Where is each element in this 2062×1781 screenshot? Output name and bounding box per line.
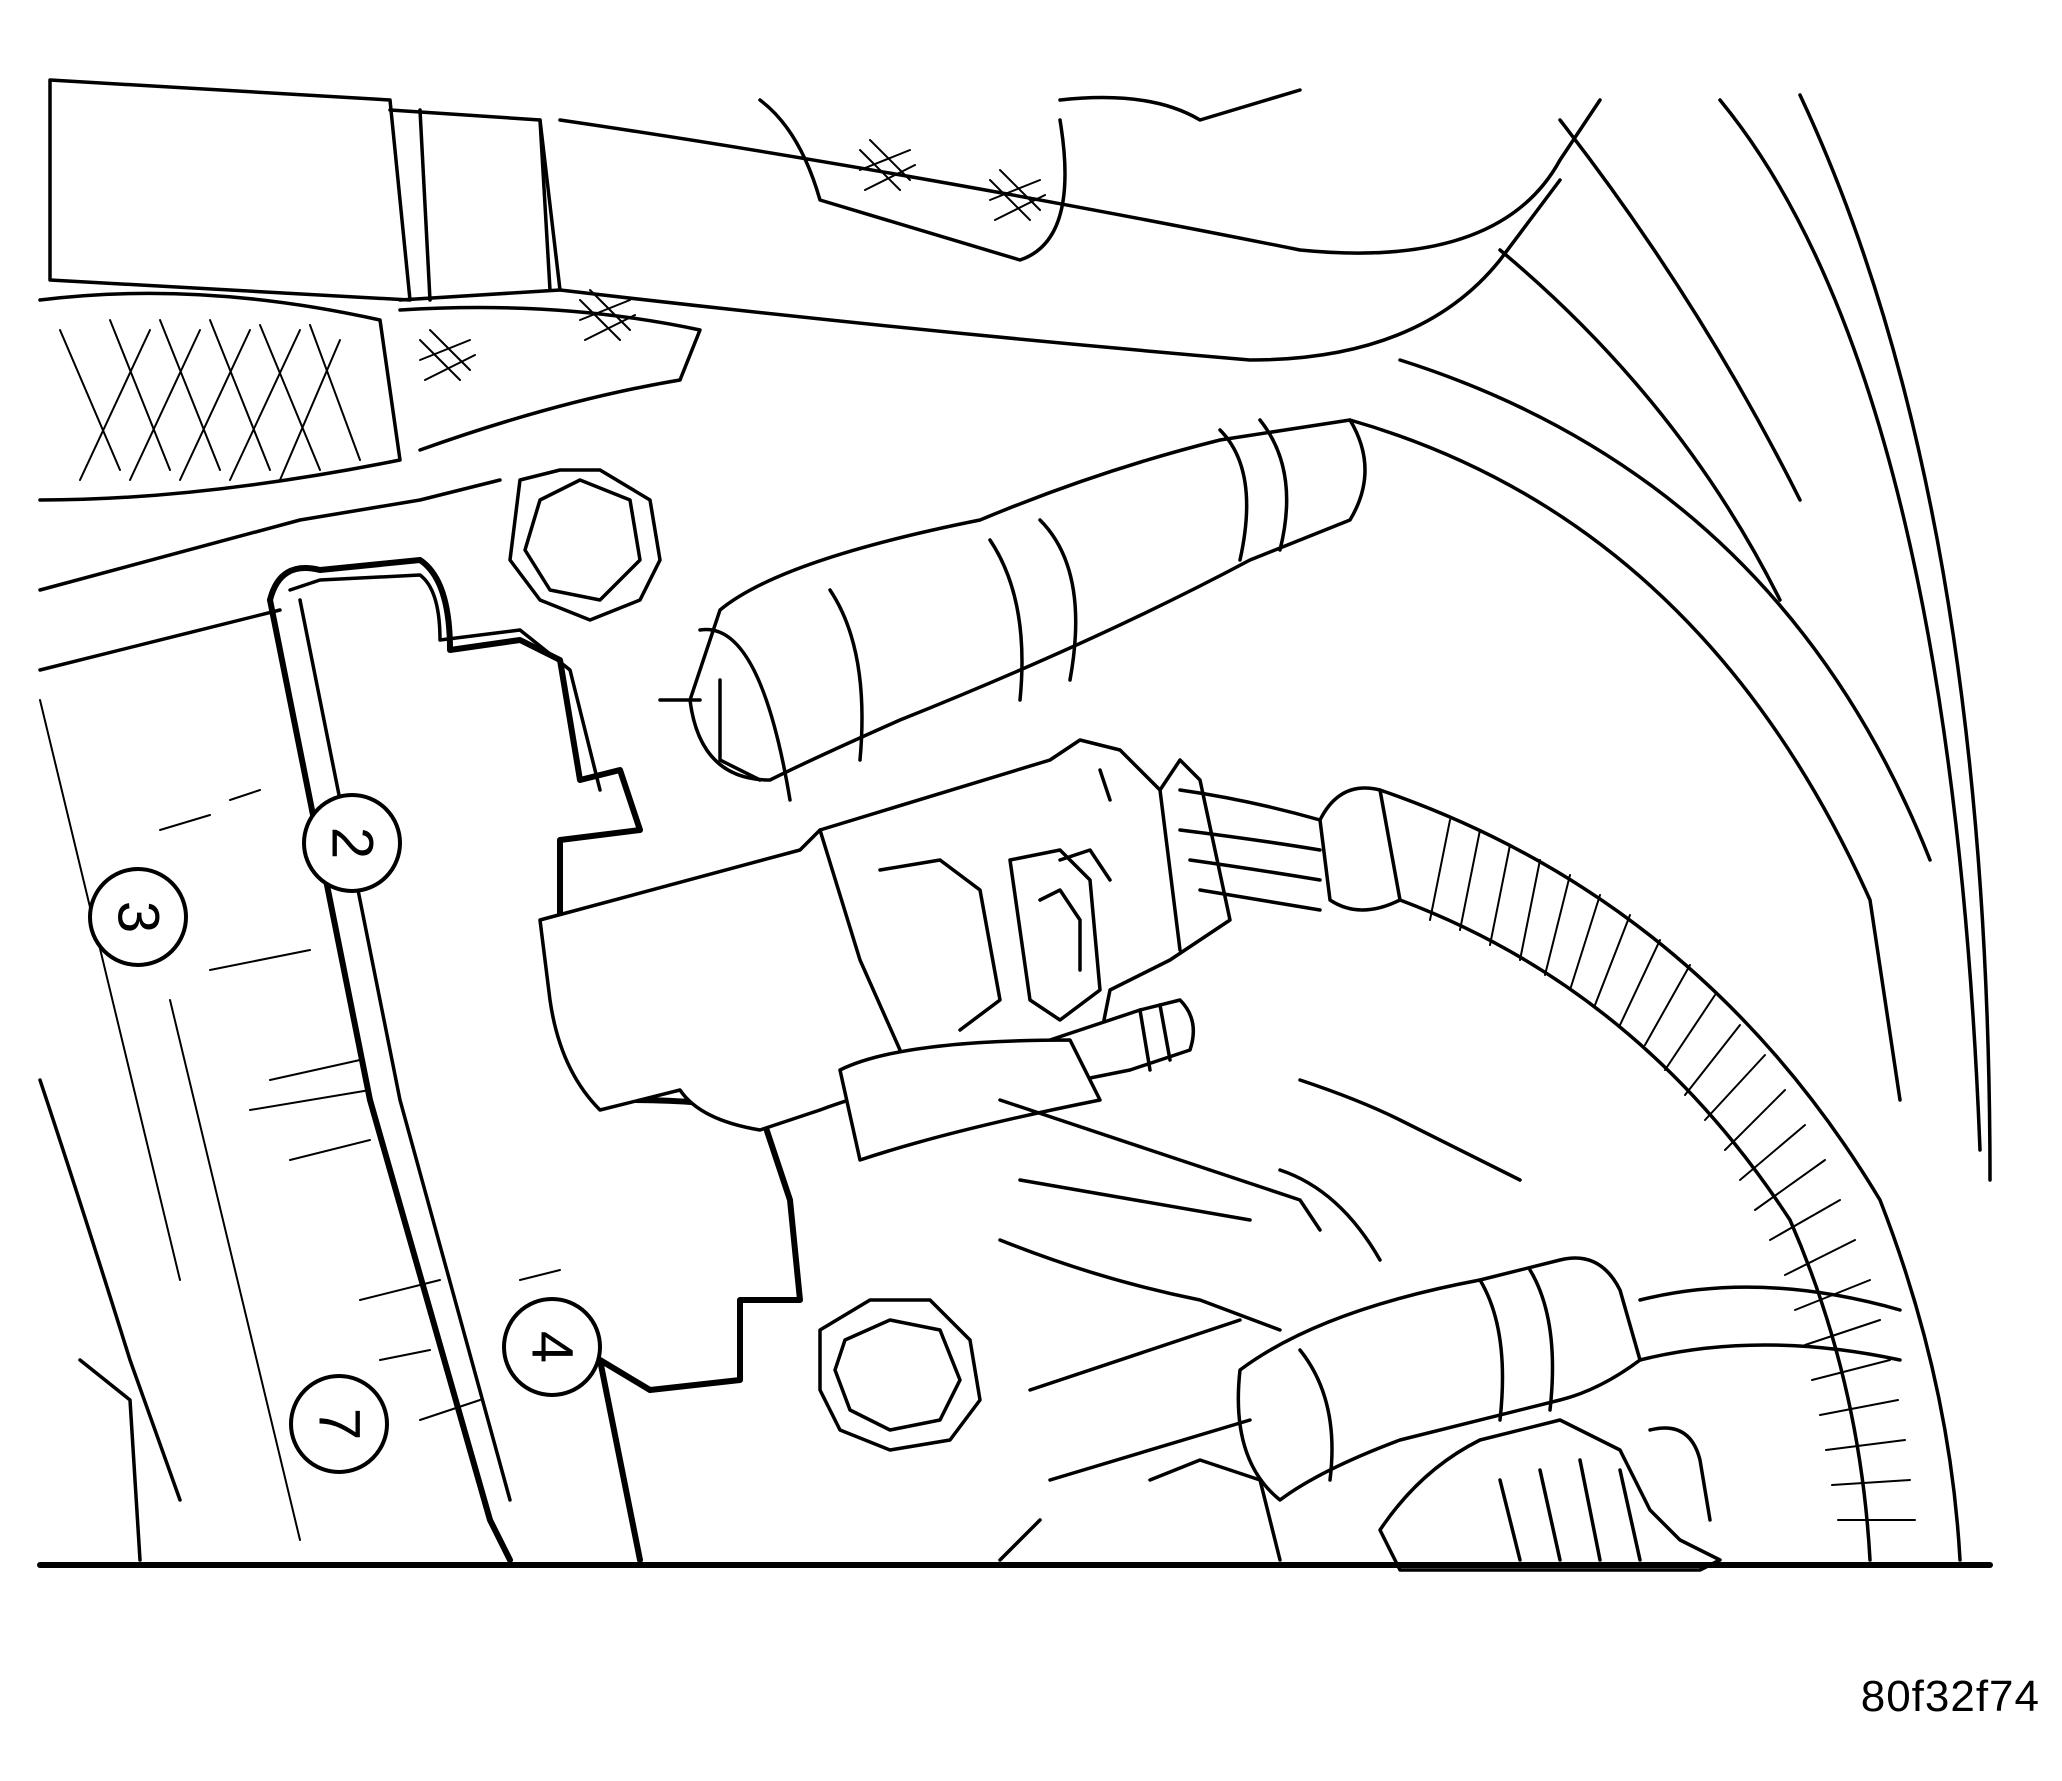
callout-2-label: 2	[320, 827, 385, 859]
bolt-lower	[818, 1298, 982, 1452]
lower-components	[998, 1078, 1722, 1572]
figure-id: 80f32f74	[1860, 1672, 2040, 1721]
coil-connector	[538, 678, 1232, 1132]
callout-3-label: 3	[106, 901, 171, 933]
callout-7-label: 7	[307, 1408, 372, 1440]
corrugated-conduit	[1318, 786, 1962, 1562]
mesh-patches	[419, 139, 1046, 381]
callout-7: 7	[289, 1374, 389, 1474]
upper-right-hoses	[758, 88, 1992, 1182]
callout-4: 4	[502, 1297, 602, 1397]
connector-plug	[838, 998, 1196, 1162]
bracket-hatching	[159, 789, 571, 1421]
callout-2: 2	[302, 793, 402, 893]
bolt-upper	[508, 468, 662, 622]
spark-plug-boot-center	[688, 418, 1367, 802]
upper-left-cable	[48, 78, 1602, 362]
spark-plug-boot-lower	[1236, 1256, 1902, 1502]
callout-3: 3	[88, 867, 188, 967]
connector-wires	[1178, 788, 1322, 912]
callout-4-label: 4	[520, 1331, 585, 1363]
braided-loom-upper	[38, 291, 702, 502]
